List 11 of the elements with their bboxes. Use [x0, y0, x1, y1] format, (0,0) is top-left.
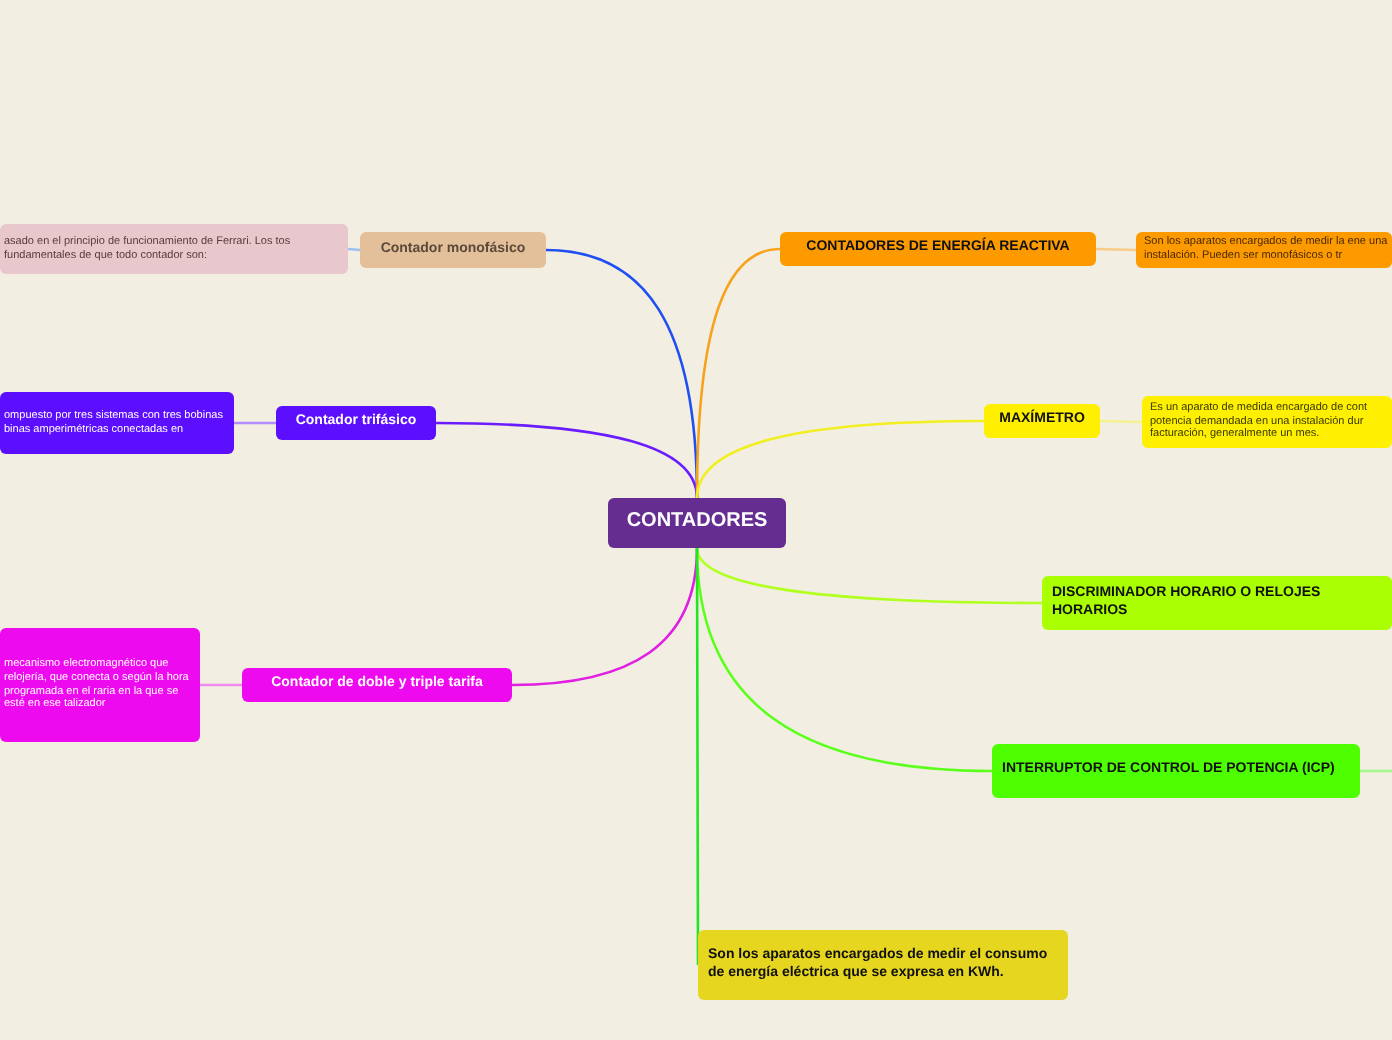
- connector-line: [234, 421, 276, 425]
- connector-line: [347, 247, 361, 252]
- connector-line: [200, 683, 242, 687]
- central-topic-box: CONTADORES: [608, 498, 786, 548]
- connector-line: [1095, 247, 1137, 252]
- connector-line: [1099, 419, 1143, 424]
- connector-line: [695, 547, 1042, 605]
- connector-line: [436, 421, 699, 499]
- connector-line: [695, 419, 984, 499]
- connector-line: [1360, 769, 1392, 773]
- connector-line: [695, 548, 700, 965]
